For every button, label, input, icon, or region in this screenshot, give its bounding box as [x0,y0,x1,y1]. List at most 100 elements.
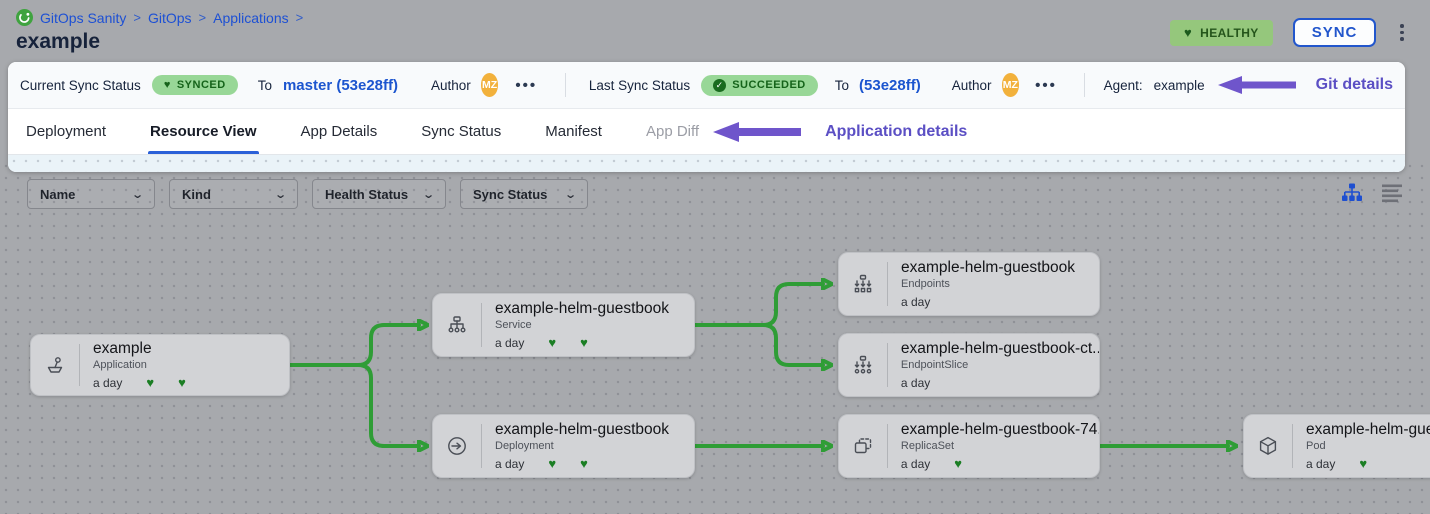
agent-label: Agent: [1103,77,1143,93]
node-application[interactable]: example Application a day ♥♥ [30,334,290,396]
git-details-annotation: Git details [1315,76,1394,93]
breadcrumb-link-project[interactable]: GitOps Sanity [40,9,127,26]
annotation-arrow-icon [713,121,802,142]
header-actions: ♥ HEALTHY SYNC [1170,18,1408,47]
filter-sync-status-dropdown[interactable]: Sync Status ⌄ [460,179,588,209]
endpointslice-icon [839,354,887,376]
view-toggles [1340,182,1404,204]
health-heart-icon: ♥ [178,375,186,391]
commit-more-icon[interactable]: ••• [1035,76,1057,94]
filter-label: Sync Status [473,186,548,202]
agent-value: example [1153,77,1205,93]
health-heart-icon: ♥ [548,335,557,351]
resource-age: a day [1306,457,1336,472]
resource-kind: Service [495,319,532,332]
succeeded-badge: ✓ SUCCEEDED [701,74,818,96]
tab-sync-status[interactable]: Sync Status [421,123,502,140]
resource-age: a day [495,336,525,351]
last-sync-status-label: Last Sync Status [588,77,691,93]
chevron-down-icon: ⌄ [130,188,144,201]
tab-app-details[interactable]: App Details [300,123,378,140]
resource-age: a day [900,457,931,472]
divider [565,73,566,97]
node-divider [481,303,482,347]
health-hearts: ♥♥ [524,457,587,472]
pod-icon [1244,435,1292,457]
application-icon [31,354,79,376]
page-title: example [16,30,101,53]
node-endpoints[interactable]: example-helm-guestbook Endpoints a day [838,252,1100,316]
filter-kind-dropdown[interactable]: Kind ⌄ [169,179,298,209]
list-view-icon[interactable] [1380,182,1404,204]
health-status-label: HEALTHY [1200,25,1259,40]
health-heart-icon: ♥ [1359,456,1368,472]
tab-resource-view[interactable]: Resource View [148,109,259,154]
breadcrumb-link-gitops[interactable]: GitOps [147,9,192,26]
breadcrumb-separator: > [198,10,207,25]
more-options-icon[interactable] [1396,20,1408,45]
deployment-icon [433,435,481,457]
heart-icon: ♥ [163,78,171,91]
resource-kind: ReplicaSet [900,440,955,453]
app-tabs: Deployment Resource View App Details Syn… [8,109,1405,155]
breadcrumb: GitOps Sanity > GitOps > Applications > [16,9,1414,26]
sync-button[interactable]: SYNC [1292,18,1377,47]
node-pod[interactable]: example-helm-guest Pod a day ♥ [1243,414,1430,478]
tab-app-diff[interactable]: App Diff [645,123,700,140]
health-heart-icon: ♥ [580,335,588,351]
annotation-arrow-icon [1217,76,1296,94]
replicaset-icon [839,435,887,457]
health-status-badge: ♥ HEALTHY [1170,19,1273,46]
gitops-logo-icon [16,9,33,26]
author-avatar: MZ [480,73,499,97]
commit-more-icon[interactable]: ••• [515,76,538,94]
node-endpointslice[interactable]: example-helm-guestbook-ct... EndpointSli… [838,333,1100,397]
chevron-down-icon: ⌄ [273,188,287,201]
resource-age: a day [901,295,931,310]
filter-label: Name [40,186,76,202]
author-avatar: MZ [1001,73,1020,97]
health-hearts: ♥♥ [122,376,185,391]
filter-label: Health Status [325,186,409,202]
health-heart-icon: ♥ [548,456,557,472]
current-revision-link[interactable]: master (53e28ff) [282,76,399,94]
node-divider [887,262,888,306]
health-hearts: ♥ [1335,457,1367,472]
resource-name: example-helm-guestbook-ct... [900,339,1099,357]
tab-deployment[interactable]: Deployment [26,123,107,140]
node-replicaset[interactable]: example-helm-guestbook-74... ReplicaSet … [838,414,1100,478]
breadcrumb-link-applications[interactable]: Applications [213,9,289,26]
resource-kind: Endpoints [901,278,950,291]
tab-manifest[interactable]: Manifest [545,123,602,140]
resource-name: example-helm-guestbook-74... [900,420,1099,438]
breadcrumb-separator: > [295,10,304,25]
node-deployment[interactable]: example-helm-guestbook Deployment a day … [432,414,695,478]
resource-name: example-helm-guestbook [495,420,670,438]
app-details-card: Current Sync Status ♥ SYNCED To master (… [8,62,1405,172]
resource-age: a day [900,376,931,391]
page-header: GitOps Sanity > GitOps > Applications > … [0,0,1430,62]
resource-kind: Application [93,359,147,372]
current-sync-status-label: Current Sync Status [20,77,141,93]
node-divider [481,424,482,468]
tree-view-icon[interactable] [1340,182,1364,204]
health-heart-icon: ♥ [146,375,155,391]
health-hearts: ♥♥ [524,336,587,351]
resource-name: example [93,339,152,357]
health-hearts: ♥ [930,457,962,472]
check-circle-icon: ✓ [713,78,727,92]
card-footer-strip [8,155,1405,172]
application-details-annotation: Application details [825,122,968,140]
node-divider [1292,424,1293,468]
sync-status-bar: Current Sync Status ♥ SYNCED To master (… [8,62,1405,109]
resource-age: a day [495,457,525,472]
synced-badge: ♥ SYNCED [151,75,238,95]
filter-name-dropdown[interactable]: Name ⌄ [27,179,155,209]
filter-health-status-dropdown[interactable]: Health Status ⌄ [312,179,446,209]
chevron-down-icon: ⌄ [563,188,577,201]
last-revision-link[interactable]: (53e28ff) [859,76,921,94]
node-divider [887,343,888,387]
health-heart-icon: ♥ [580,456,588,472]
resource-name: example-helm-guest [1306,420,1430,438]
node-service[interactable]: example-helm-guestbook Service a day ♥♥ [432,293,695,357]
